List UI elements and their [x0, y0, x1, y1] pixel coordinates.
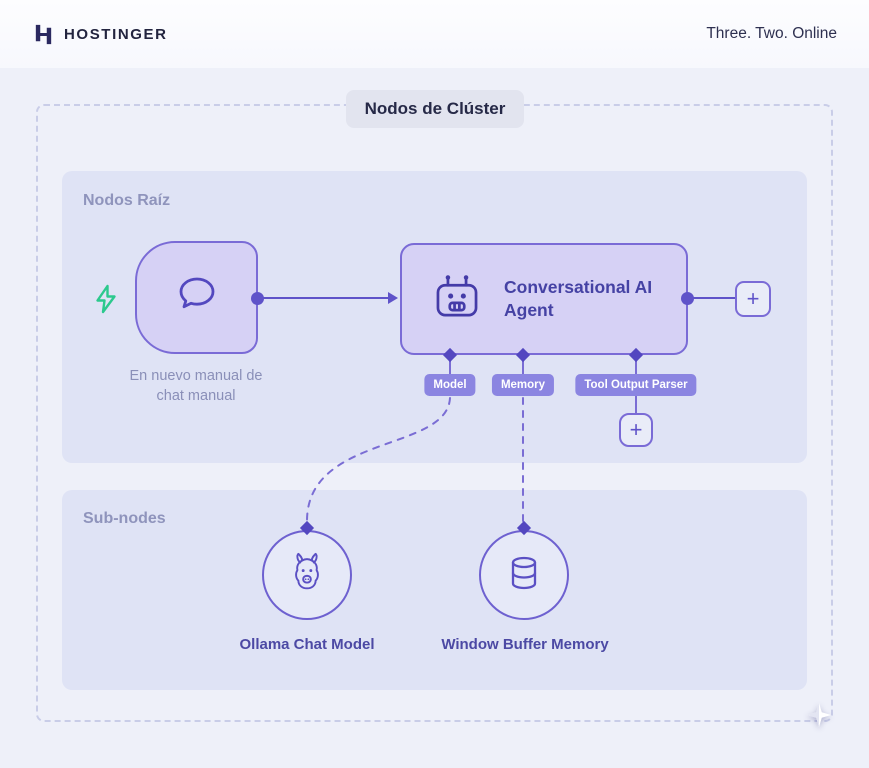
root-panel-label: Nodos Raíz: [83, 192, 171, 209]
ai-agent-label: Conversational AI Agent: [504, 276, 653, 320]
window-buffer-memory-node[interactable]: [479, 530, 569, 620]
brand: HOSTINGER: [32, 23, 168, 46]
robot-icon: [428, 268, 486, 331]
ollama-node-label: Ollama Chat Model: [239, 636, 375, 653]
model-connector-badge[interactable]: Model: [424, 374, 476, 396]
chat-output-port[interactable]: [251, 292, 264, 305]
chat-trigger-label: En nuevo manual de chat manual: [129, 368, 263, 404]
memory-connector-badge[interactable]: Memory: [491, 374, 555, 396]
add-parser-button[interactable]: +: [619, 413, 653, 447]
sub-panel-label: Sub-nodes: [83, 510, 166, 527]
header-tagline: Three. Two. Online: [706, 25, 837, 42]
brand-name: HOSTINGER: [64, 25, 168, 43]
tool-output-parser-badge[interactable]: Tool Output Parser: [575, 374, 697, 396]
ollama-chat-model-node[interactable]: [262, 530, 352, 620]
arrowhead-icon: [388, 292, 398, 304]
llama-icon: [284, 550, 330, 601]
chat-bubble-icon: [172, 270, 222, 325]
trigger-lightning-icon: [92, 284, 120, 319]
add-next-node-button[interactable]: +: [735, 281, 771, 317]
agent-output-port[interactable]: [681, 292, 694, 305]
database-icon: [504, 553, 544, 598]
model-port-stub: [449, 358, 451, 375]
sub-nodes-panel: [62, 490, 807, 690]
hostinger-logo-icon: [32, 23, 55, 46]
diagram-title: Nodos de Clúster: [346, 90, 524, 128]
agent-output-line: [692, 297, 736, 299]
sparkle-icon: [806, 702, 832, 733]
chat-to-agent-line: [262, 297, 389, 299]
header: HOSTINGER Three. Two. Online: [0, 0, 869, 68]
memory-port-stub: [522, 358, 524, 375]
window-buffer-label: Window Buffer Memory: [441, 636, 609, 653]
parser-port-stub: [635, 358, 637, 375]
ai-agent-node[interactable]: Conversational AI Agent: [400, 243, 688, 355]
parser-plus-line: [635, 396, 637, 414]
chat-trigger-node[interactable]: [135, 241, 258, 354]
